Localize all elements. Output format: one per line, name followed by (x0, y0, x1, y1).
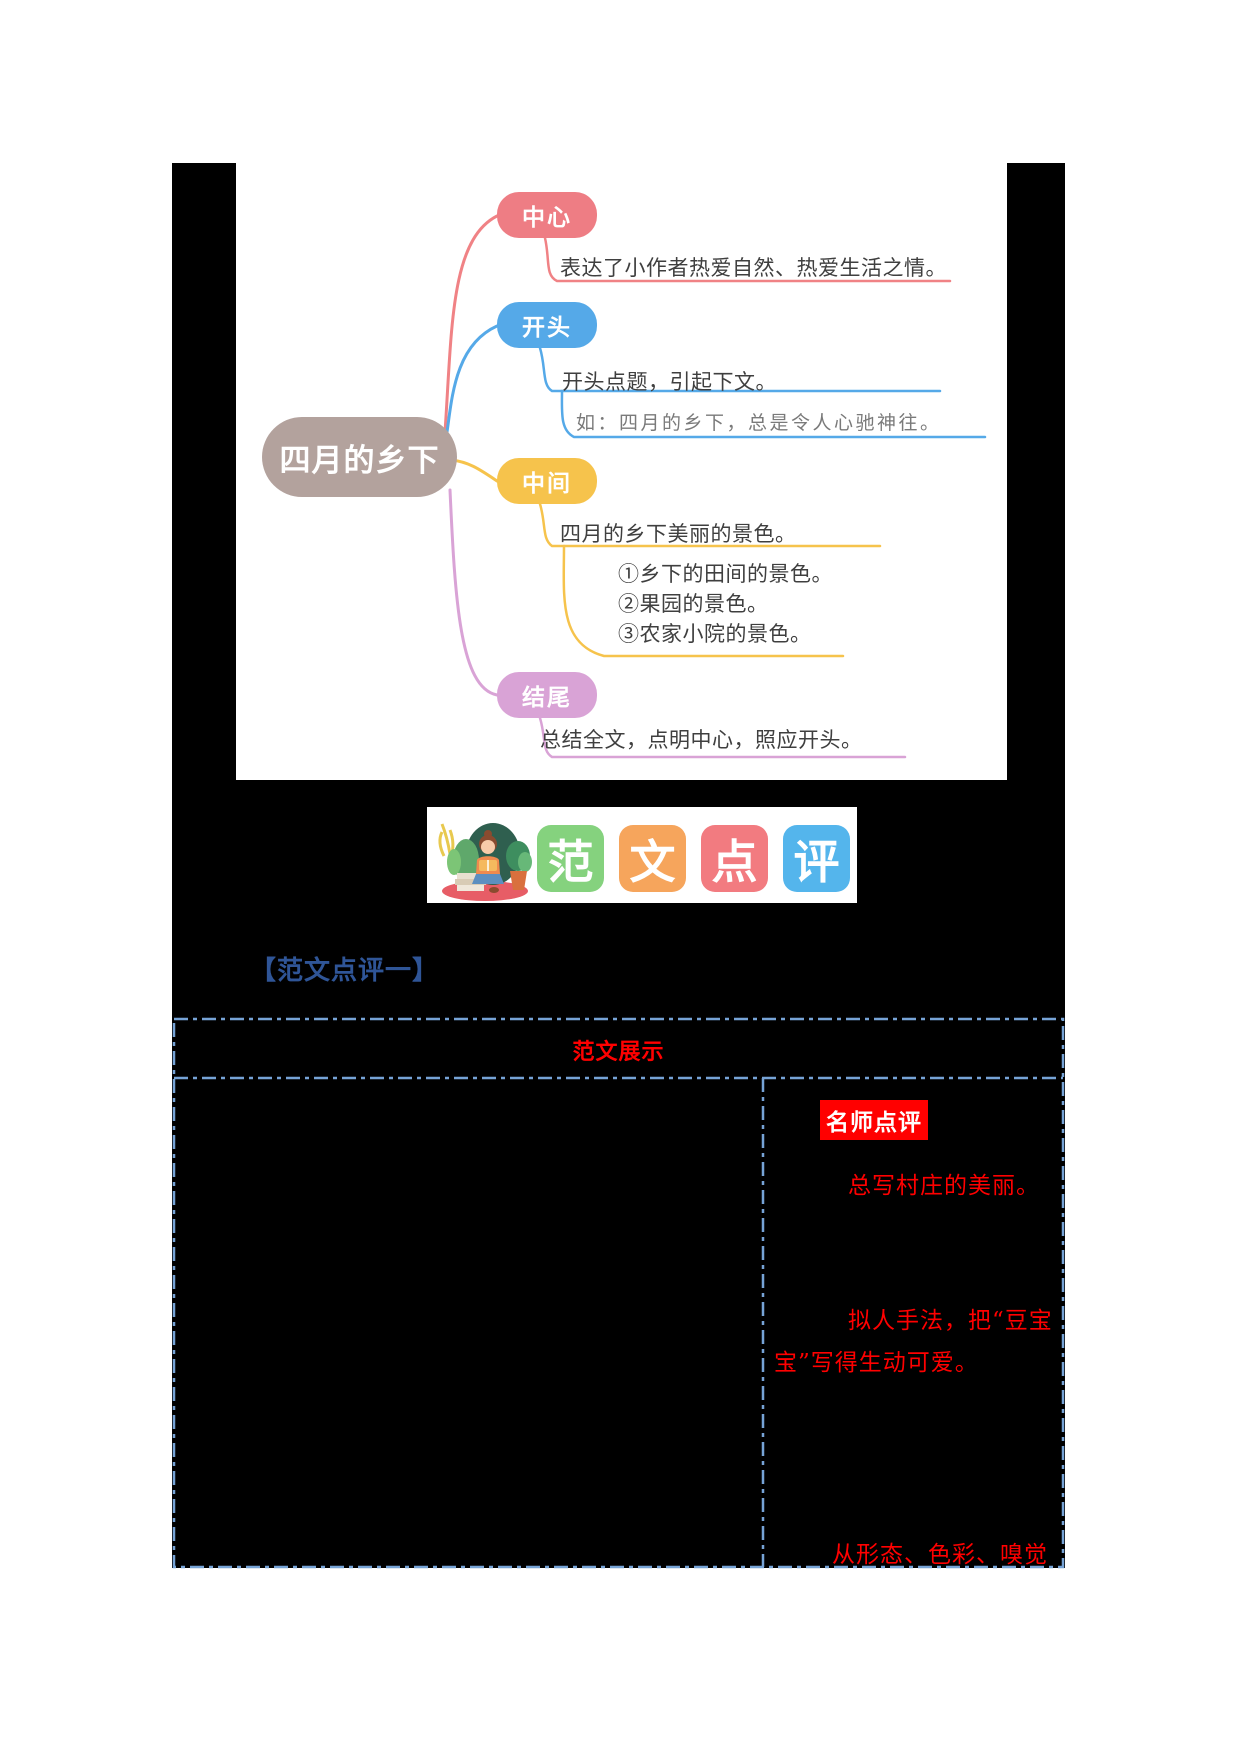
teacher-comment-line: 拟人手法，把“豆宝 (848, 1308, 1053, 1334)
mindmap-node-end: 结尾 (497, 672, 597, 718)
book-stack (457, 885, 484, 891)
mindmap-node-center: 中心 (497, 192, 597, 238)
pot-plant-leaf (518, 852, 532, 872)
book-stack (455, 879, 486, 885)
banner-tile-fan: 范 (537, 825, 604, 892)
mindmap-subitem: ②果园的景色。 (618, 593, 769, 616)
teacher-comment-line: 从形态、色彩、嗅觉 (832, 1542, 1048, 1568)
banner-tile-dian: 点 (701, 825, 768, 892)
teacher-comment-line: 宝”写得生动可爱。 (774, 1350, 979, 1376)
teacher-comment-badge: 名师点评 (820, 1100, 928, 1140)
table-header-essay-display: 范文展示 (572, 1039, 665, 1064)
banner-tile-wen: 文 (619, 825, 686, 892)
mindmap-note-center: 表达了小作者热爱自然、热爱生活之情。 (560, 257, 947, 280)
mindmap-node-begin: 开头 (497, 302, 597, 348)
girl-pants (472, 874, 504, 884)
mindmap-note-end: 总结全文，点明中心，照应开头。 (540, 729, 863, 752)
girl-reading-illustration-icon (438, 823, 532, 901)
banner-tile-ping: 评 (783, 825, 850, 892)
mindmap-note-begin: 开头点题，引起下文。 (562, 371, 777, 394)
green-leaf (453, 839, 479, 881)
mindmap-subitems-middle: ①乡下的田间的景色。 ②果园的景色。 ③农家小院的景色。 (618, 560, 833, 650)
mindmap-example-begin: 如：四月的乡下，总是令人心驰神往。 (576, 412, 942, 434)
mindmap-note-middle: 四月的乡下美丽的景色。 (560, 523, 797, 546)
book-stack (457, 873, 484, 879)
teacher-comment-line: 总写村庄的美丽。 (848, 1173, 1040, 1199)
mindmap-root-node: 四月的乡下 (262, 417, 457, 497)
section-heading: 【范文点评一】 (250, 955, 440, 985)
mindmap-subitem: ③农家小院的景色。 (618, 623, 812, 646)
girl-face (481, 840, 495, 854)
flower-pot (510, 871, 527, 890)
mindmap-subitem: ①乡下的田间的景色。 (618, 563, 833, 586)
girl-shoe (489, 887, 499, 893)
mindmap-node-middle: 中间 (497, 458, 597, 504)
light-leaf (447, 849, 461, 875)
